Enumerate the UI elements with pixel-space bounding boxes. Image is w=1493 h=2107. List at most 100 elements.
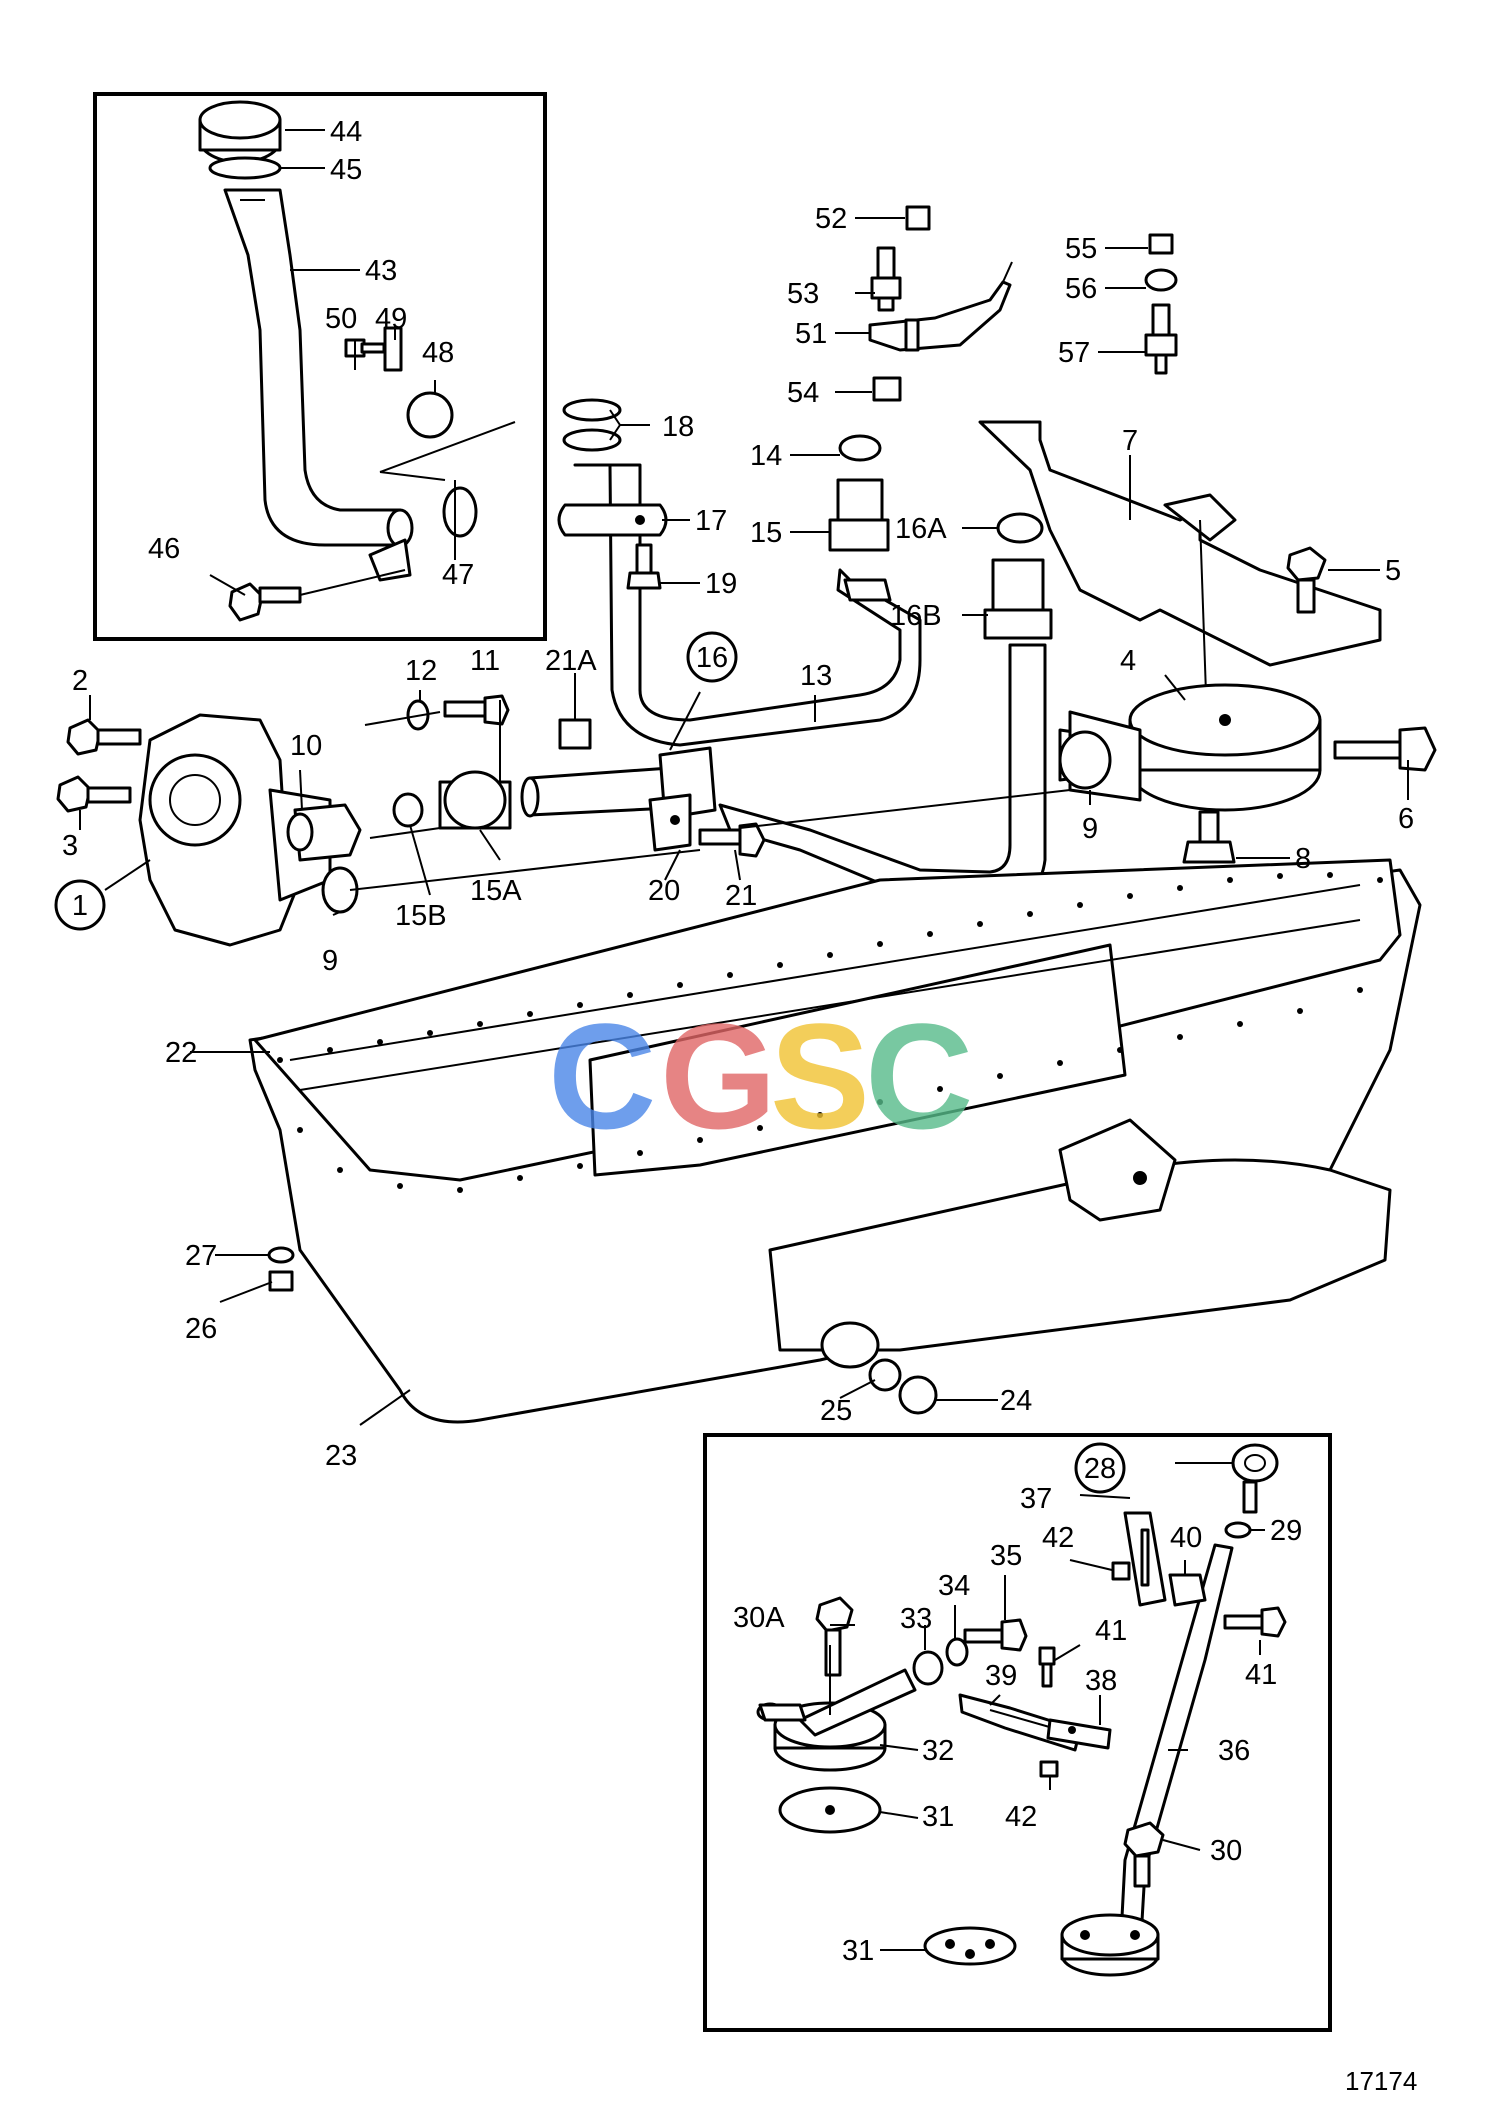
nut-42-top — [1111, 1561, 1131, 1581]
callout-57: 57 — [1058, 337, 1090, 369]
oil-strainer-4 — [1058, 683, 1322, 812]
callout-21: 21 — [725, 880, 757, 912]
bolt-2 — [66, 718, 142, 756]
sleeve-33 — [912, 1650, 944, 1686]
callout-1: 1 — [72, 890, 88, 922]
callout-22: 22 — [165, 1037, 197, 1069]
callout-51: 51 — [795, 318, 827, 350]
callout-31-right: 31 — [842, 1935, 874, 1967]
callout-21a: 21A — [545, 645, 597, 677]
callout-17: 17 — [695, 505, 727, 537]
callout-49: 49 — [375, 303, 407, 335]
callout-32: 32 — [922, 1735, 954, 1767]
callout-16b: 16B — [890, 600, 942, 632]
callout-36: 36 — [1218, 1735, 1250, 1767]
watermark-letter-s: S — [770, 992, 870, 1160]
leader-lines — [79, 129, 1409, 1951]
callout-31-left: 31 — [922, 1801, 954, 1833]
callout-8: 8 — [1295, 843, 1311, 875]
watermark-letter-c1: C — [548, 992, 656, 1160]
callout-37: 37 — [1020, 1483, 1052, 1515]
washer-25 — [868, 1358, 902, 1392]
bolt-35 — [963, 1618, 1028, 1652]
washer-27 — [267, 1246, 295, 1264]
callout-28: 28 — [1084, 1453, 1116, 1485]
callout-23: 23 — [325, 1440, 357, 1472]
bolt-30 — [1123, 1821, 1165, 1888]
callout-28-circle — [1074, 1442, 1126, 1494]
callout-25: 25 — [820, 1395, 852, 1427]
bolt-3 — [56, 775, 132, 813]
union-15a — [438, 770, 512, 830]
callout-26: 26 — [185, 1313, 217, 1345]
callout-9-left: 9 — [322, 945, 338, 977]
callout-27: 27 — [185, 1240, 217, 1272]
callout-56: 56 — [1065, 273, 1097, 305]
oil-sump-23 — [248, 858, 1422, 1424]
callout-16: 16 — [696, 642, 728, 674]
callout-47: 47 — [442, 559, 474, 591]
filler-bracket-lower — [368, 538, 412, 582]
callout-34: 34 — [938, 1570, 970, 1602]
callout-7: 7 — [1122, 425, 1138, 457]
drain-plug-24 — [898, 1375, 938, 1415]
bolt-6 — [1333, 726, 1437, 772]
sensor-57 — [1144, 303, 1178, 375]
callout-33: 33 — [900, 1603, 932, 1635]
callout-6: 6 — [1398, 803, 1414, 835]
callout-42-top: 42 — [1042, 1522, 1074, 1554]
callout-11: 11 — [470, 645, 500, 677]
dipstick-seal-29 — [1224, 1521, 1252, 1539]
washer-56 — [1144, 268, 1178, 292]
bolt-5 — [1286, 546, 1327, 614]
nut-42-bottom — [1039, 1760, 1059, 1778]
watermark: C G S C — [548, 992, 973, 1160]
flange-17 — [557, 503, 668, 537]
callout-13: 13 — [800, 660, 832, 692]
union-15 — [828, 478, 890, 552]
filler-bolt-46 — [228, 582, 302, 622]
cap-55 — [1148, 233, 1174, 255]
bracket-51 — [868, 261, 1013, 352]
union-16b — [983, 558, 1053, 640]
callout-30a: 30A — [733, 1602, 785, 1634]
nut-54 — [872, 376, 902, 402]
callout-18: 18 — [662, 411, 694, 443]
callout-44: 44 — [330, 116, 362, 148]
callout-29: 29 — [1270, 1515, 1302, 1547]
callout-55: 55 — [1065, 233, 1097, 265]
dipstick-28 — [1231, 1443, 1279, 1514]
callout-5: 5 — [1385, 555, 1401, 587]
bracket-38 — [1046, 1718, 1112, 1750]
callout-46: 46 — [148, 533, 180, 565]
callout-35: 35 — [990, 1540, 1022, 1572]
callout-9-right: 9 — [1082, 813, 1098, 845]
callout-38: 38 — [1085, 1665, 1117, 1697]
callout-52: 52 — [815, 203, 847, 235]
clamp-40 — [1168, 1573, 1207, 1607]
flange-9-right — [1058, 710, 1142, 802]
washer-34 — [945, 1637, 969, 1667]
sensor-53 — [870, 246, 902, 312]
dipstick-inset-frame — [703, 1433, 1332, 2032]
pickup-32 — [756, 1668, 917, 1772]
callout-2: 2 — [72, 665, 88, 697]
sump-flange-31-right — [1060, 1913, 1160, 1977]
callout-10: 10 — [290, 730, 322, 762]
plug-26 — [268, 1270, 294, 1292]
bracket-7 — [978, 420, 1382, 811]
bolt-41-center — [1038, 1646, 1056, 1688]
callout-20: 20 — [648, 875, 680, 907]
callout-12: 12 — [405, 655, 437, 687]
callout-19: 19 — [705, 568, 737, 600]
callout-39: 39 — [985, 1660, 1017, 1692]
seal-16a — [996, 512, 1044, 544]
cap-52 — [905, 205, 931, 231]
clamp-20 — [648, 746, 717, 852]
callout-15b: 15B — [395, 900, 447, 932]
callout-50: 50 — [325, 303, 357, 335]
callout-43: 43 — [365, 255, 397, 287]
seal-15b — [392, 792, 424, 828]
nut-21a — [558, 718, 592, 750]
gasket-31-left — [778, 1786, 882, 1834]
